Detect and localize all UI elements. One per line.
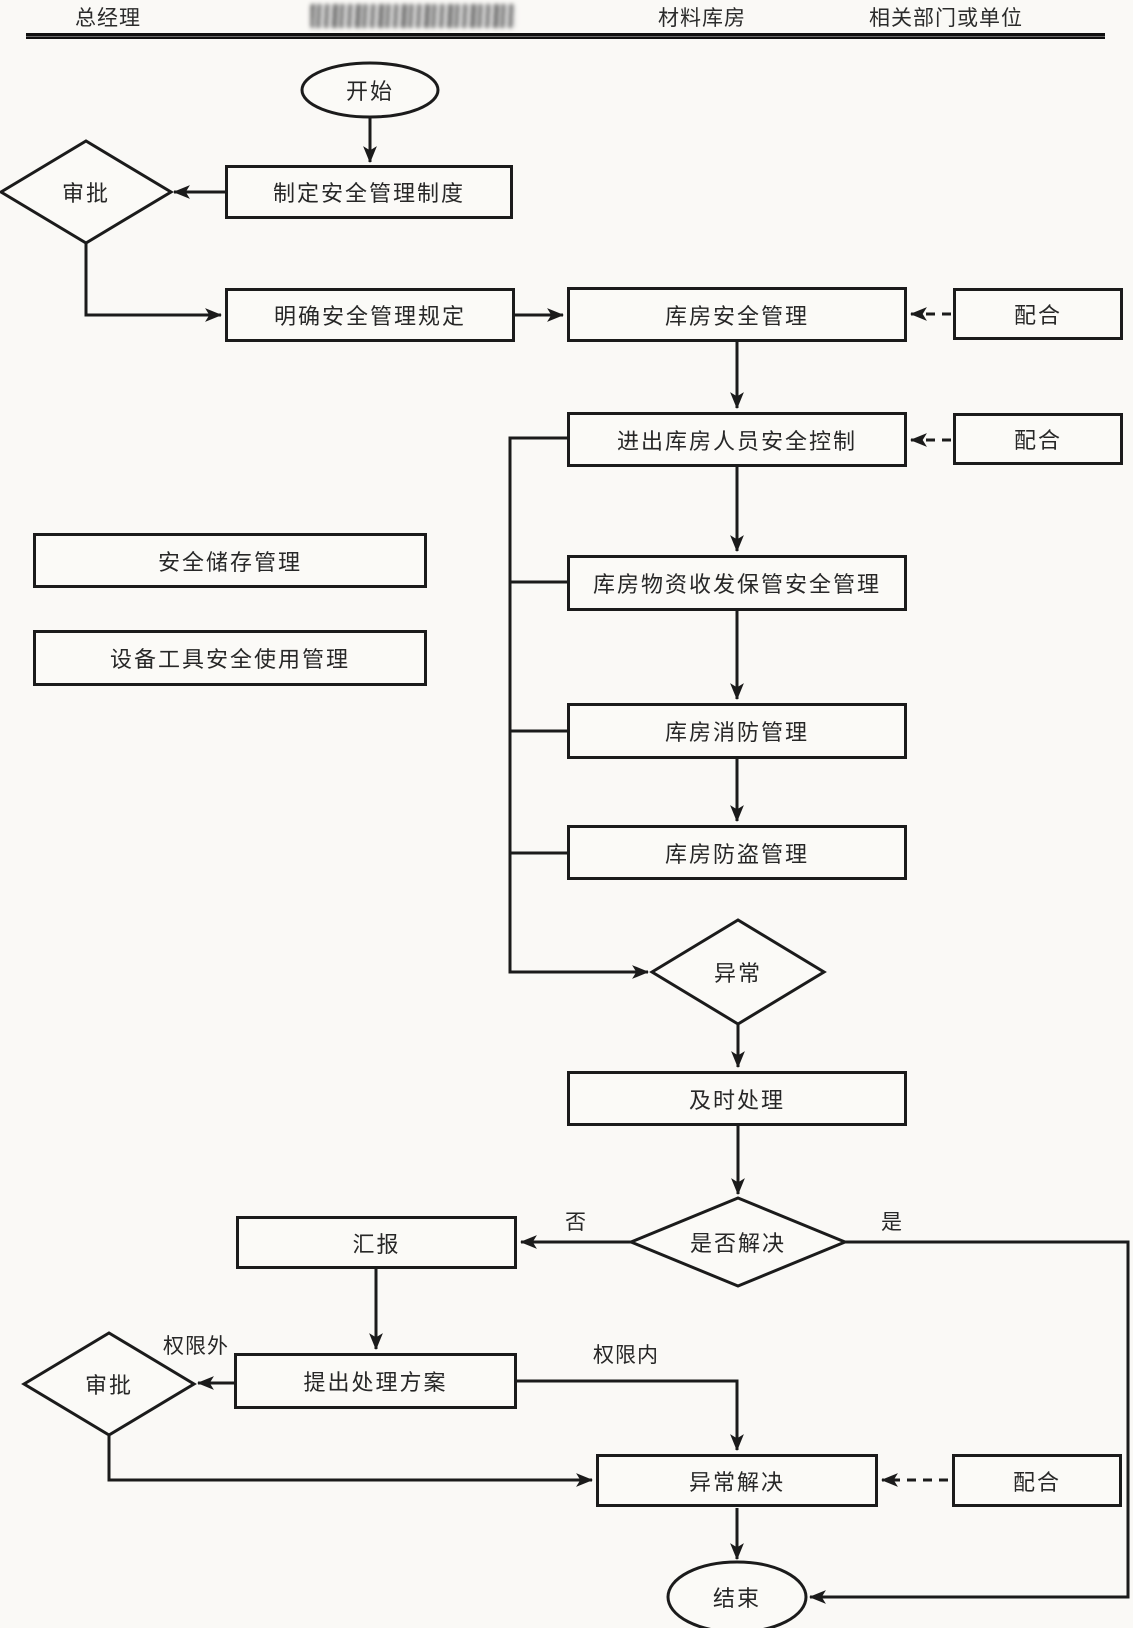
lane-title-general-manager: 总经理 [75,6,141,30]
start-terminator-shape [300,61,440,119]
solved-decision: 是否解决 [631,1198,845,1286]
abnormality-decision-label: 异常 [713,961,762,986]
solved-decision-shape [627,1196,849,1288]
approval-decision-bottom: 审批 [24,1333,194,1435]
warehouse-fire-control-management-label: 库房消防管理 [664,720,809,745]
clarify-safety-management-regulations-label: 明确安全管理规定 [273,304,466,329]
approval-decision-bottom-shape [21,1331,197,1437]
equipment-tool-safe-use-management: 设备工具安全使用管理 [33,630,427,686]
report: 汇报 [236,1216,517,1269]
personnel-access-safety-control: 进出库房人员安全控制 [567,412,907,467]
cooperate-3: 配合 [952,1454,1122,1507]
lane-title-materials-warehouse: 材料库房 [658,6,746,30]
cooperate-3-label: 配合 [1012,1469,1061,1495]
abnormality-decision: 异常 [652,920,824,1024]
abnormality-resolved-label: 异常解决 [688,1469,785,1495]
timely-handling-label: 及时处理 [688,1087,785,1113]
lane-title-related-departments: 相关部门或单位 [869,6,1023,30]
report-label: 汇报 [352,1231,401,1257]
approval-decision-top-label: 审批 [61,181,110,206]
cooperate-2-label: 配合 [1013,428,1062,453]
approval-to-clarify [84,243,223,322]
propose-handling-plan-label: 提出处理方案 [303,1370,448,1395]
approval2-to-abnormality-resolved [107,1436,594,1487]
header-divider [26,33,1105,39]
equipment-tool-safe-use-management-label: 设备工具安全使用管理 [109,647,350,672]
end-terminator-label: 结束 [712,1586,761,1611]
approval-decision-top-shape [0,139,174,245]
approval-decision-bottom-label: 审批 [84,1373,133,1398]
warehouse-safety-management: 库房安全管理 [567,287,907,342]
end-terminator: 结束 [668,1562,806,1628]
cooperate-2: 配合 [953,413,1123,465]
clarify-safety-management-regulations: 明确安全管理规定 [225,288,515,342]
safe-storage-management: 安全储存管理 [33,533,427,588]
propose-plan-to-abnormality-resolved [517,1379,744,1452]
abnormality-decision-shape [649,918,827,1026]
solved-decision-label: 是否解决 [689,1231,786,1256]
end-terminator-shape [666,1560,808,1628]
warehouse-anti-theft-management-label: 库房防盗管理 [664,841,809,867]
materials-handling-safety-management: 库房物资收发保管安全管理 [567,555,907,611]
redacted-text-smudge [310,4,516,28]
abnormality-resolved: 异常解决 [596,1454,878,1507]
no-label: 否 [565,1210,587,1234]
approval-decision-top: 审批 [1,141,171,243]
start-terminator: 开始 [302,63,438,117]
outside-authority-label: 权限外 [163,1334,229,1358]
start-terminator-label: 开始 [345,79,394,104]
lane-title-redacted [310,2,516,28]
solved-yes-to-end [808,1240,1130,1604]
cooperate-1-label: 配合 [1013,303,1062,328]
cooperate-1: 配合 [953,288,1123,340]
personnel-access-safety-control-label: 进出库房人员安全控制 [616,428,857,454]
yes-label: 是 [881,1210,903,1234]
exception-rail-to-abnormality [508,436,650,979]
warehouse-safety-management-label: 库房安全管理 [664,303,809,329]
warehouse-anti-theft-management: 库房防盗管理 [567,825,907,880]
within-authority-label: 权限内 [593,1343,659,1367]
formulate-safety-management-system-label: 制定安全管理制度 [272,181,465,206]
warehouse-fire-control-management: 库房消防管理 [567,703,907,759]
safe-storage-management-label: 安全储存管理 [157,549,302,575]
timely-handling: 及时处理 [567,1071,907,1126]
propose-handling-plan: 提出处理方案 [234,1353,517,1409]
formulate-safety-management-system: 制定安全管理制度 [225,165,513,219]
materials-handling-safety-management-label: 库房物资收发保管安全管理 [592,572,881,597]
